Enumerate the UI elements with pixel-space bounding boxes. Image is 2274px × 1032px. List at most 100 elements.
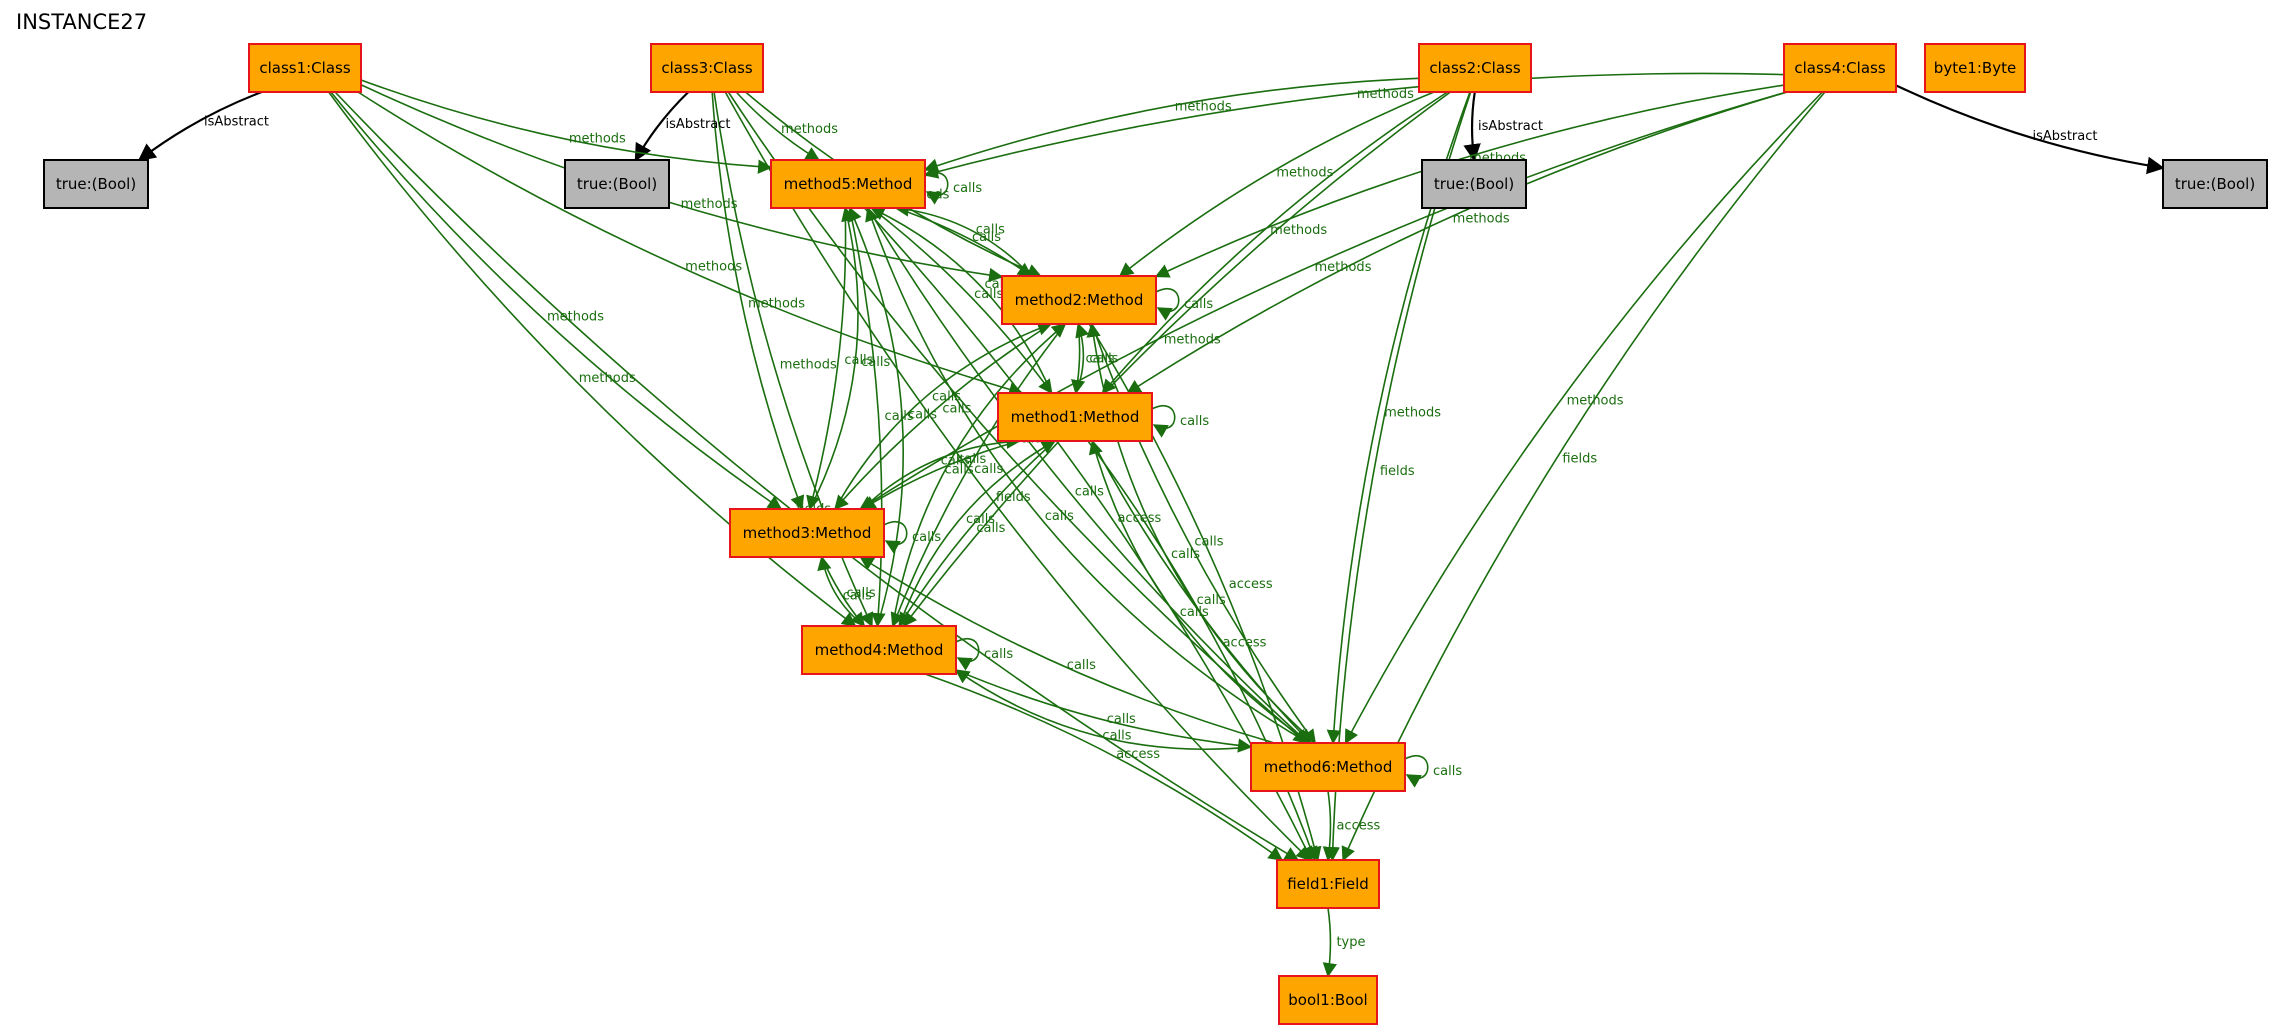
node-box-method6 (1250, 742, 1406, 792)
node-label-method1: method1:Method (1011, 408, 1140, 426)
node-label-field1: field1:Field (1287, 875, 1369, 893)
edge-label-calls: calls (861, 355, 890, 370)
edge-method3-method3-calls (883, 521, 908, 554)
edge-label-methods: methods (1276, 166, 1333, 181)
edge-method3-method2-calls (834, 321, 1053, 510)
edge-label-calls: calls (976, 223, 1005, 238)
edge-label-fields: fields (1562, 452, 1597, 467)
edge-class2-method2-methods (1118, 91, 1435, 277)
node-label-method5: method5:Method (784, 175, 913, 193)
node-method3[interactable]: method3:Method (729, 508, 885, 558)
edge-label-isabstract: isAbstract (1478, 119, 1543, 134)
node-method4[interactable]: method4:Method (801, 625, 957, 675)
edge-method4-method3-calls (817, 555, 865, 627)
edge-label-fields: fields (1380, 464, 1415, 479)
edge-label-calls: calls (1107, 712, 1136, 727)
node-class2[interactable]: class2:Class (1418, 43, 1532, 93)
node-method2[interactable]: method2:Method (1001, 275, 1157, 325)
edge-label-calls: calls (1085, 352, 1114, 367)
edge-label-calls: calls (1194, 535, 1223, 550)
edge-label-calls: calls (974, 287, 1003, 302)
node-box-method1 (997, 392, 1153, 442)
node-label-true2: true:(Bool) (1434, 175, 1514, 193)
edge-label-calls: calls (1067, 658, 1096, 673)
edge-label-methods: methods (780, 358, 837, 373)
edge-method2-method5-calls (894, 202, 1032, 277)
edge-label-methods: methods (748, 297, 805, 312)
edge-method1-field1-access (1087, 440, 1318, 862)
node-box-method3 (729, 508, 885, 558)
node-method1[interactable]: method1:Method (997, 392, 1153, 442)
node-field1[interactable]: field1:Field (1276, 859, 1380, 909)
node-label-method4: method4:Method (815, 641, 944, 659)
node-true4[interactable]: true:(Bool) (2162, 159, 2268, 209)
node-true2[interactable]: true:(Bool) (1421, 159, 1527, 209)
node-label-true3: true:(Bool) (577, 175, 657, 193)
node-box-true3 (564, 159, 670, 209)
edge-class1-method1-methods (357, 91, 1024, 397)
edge-method3-method1-calls (861, 434, 1021, 510)
edge-label-methods: methods (681, 197, 738, 212)
edge-method6-method6-calls (1404, 755, 1429, 788)
edge-method2-method4-calls (890, 323, 1066, 628)
edge-method5-method6-calls (867, 207, 1310, 744)
node-class3[interactable]: class3:Class (650, 43, 764, 93)
node-box-true4 (2162, 159, 2268, 209)
edge-method1-method4-calls (898, 440, 1056, 628)
edge-method4-method5-calls (848, 206, 904, 627)
edge-class4-method1-methods (1126, 91, 1788, 394)
edge-label-calls: calls (885, 409, 914, 424)
node-box-class3 (650, 43, 764, 93)
edge-label-calls: calls (1197, 593, 1226, 608)
edge-method1-method6-calls (1091, 440, 1312, 745)
edge-class2-method4-methods (902, 91, 1451, 628)
node-box-true1 (43, 159, 149, 209)
node-class4[interactable]: class4:Class (1783, 43, 1897, 93)
node-box-class1 (248, 43, 362, 93)
node-true1[interactable]: true:(Bool) (43, 159, 149, 209)
edge-class3-method5-methods (735, 91, 821, 161)
node-bool1[interactable]: bool1:Bool (1278, 975, 1378, 1025)
edge-method4-method2-calls (891, 323, 1067, 627)
edge-label-fields: fields (996, 490, 1031, 505)
edge-method2-method6-calls (1091, 323, 1317, 745)
edge-field1-bool1-type (1322, 907, 1337, 978)
node-label-true4: true:(Bool) (2175, 175, 2255, 193)
edge-label-methods: methods (1384, 406, 1441, 421)
node-label-true1: true:(Bool) (56, 175, 136, 193)
edge-class4-true4-isabstract (1895, 84, 2165, 175)
node-label-class4: class4:Class (1794, 59, 1885, 77)
node-box-method5 (770, 159, 926, 209)
edge-method5-method2-calls (895, 207, 1033, 277)
node-box-bool1 (1278, 975, 1378, 1025)
edge-class1-method5-methods (360, 79, 773, 174)
edge-method6-method1-calls (1088, 439, 1312, 744)
edge-label-methods: methods (569, 132, 626, 147)
edge-label-calls: calls (942, 402, 971, 417)
node-true3[interactable]: true:(Bool) (564, 159, 670, 209)
edge-label-methods: methods (1270, 223, 1327, 238)
edge-label-calls: calls (1171, 547, 1200, 562)
edge-method6-method3-calls (859, 556, 1275, 744)
node-box-class4 (1783, 43, 1897, 93)
edge-label-calls: calls (1180, 605, 1209, 620)
edge-method5-method4-calls (848, 207, 886, 628)
node-label-method6: method6:Method (1264, 758, 1393, 776)
edge-label-methods: methods (1453, 212, 1510, 227)
edge-method5-method1-calls (870, 207, 1053, 395)
node-method5[interactable]: method5:Method (770, 159, 926, 209)
node-byte1[interactable]: byte1:Byte (1924, 43, 2026, 93)
node-method6[interactable]: method6:Method (1250, 742, 1406, 792)
edge-label-calls: calls (1102, 729, 1131, 744)
edge-label-access: access (1117, 511, 1161, 526)
node-class1[interactable]: class1:Class (248, 43, 362, 93)
edge-method5-method5-calls (924, 172, 949, 205)
edge-label-calls: calls (974, 462, 1003, 477)
edge-method1-method1-calls (1151, 405, 1176, 438)
diagram-title: INSTANCE27 (16, 10, 148, 34)
edge-label-calls: calls (1045, 509, 1074, 524)
edge-class4-method6-methods (1344, 91, 1823, 745)
edge-label-calls: calls (1089, 352, 1118, 367)
